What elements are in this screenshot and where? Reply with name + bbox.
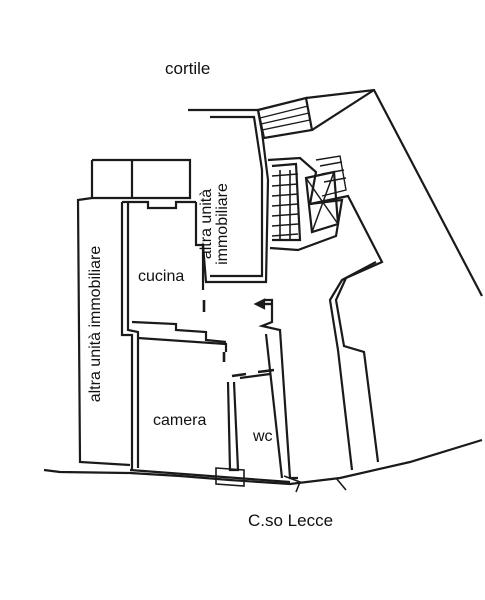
label-altra-unita-left: altra unità immobiliare <box>87 245 104 403</box>
stair-landing <box>267 156 344 252</box>
camera-top-wall <box>137 336 228 352</box>
neighbour-unit-block-inner <box>210 115 264 278</box>
wc-top-wall <box>239 372 271 380</box>
hallway-wall-inner <box>264 333 284 479</box>
cucina-camera-partition <box>131 320 227 344</box>
label-wc: wc <box>253 428 273 445</box>
label-altra-unita-right: altra unità immobiliare <box>198 174 241 274</box>
cucina-right-wall <box>194 202 205 290</box>
label-camera: camera <box>153 412 207 429</box>
street-door-mark-3 <box>283 475 302 493</box>
label-altra-unita-right-line1: altra unità <box>198 188 215 260</box>
apartment-left-wall-inner <box>126 202 140 468</box>
door-opening-3 <box>231 372 247 378</box>
right-courtyard-wall <box>309 194 384 463</box>
left-unit-top <box>92 158 192 200</box>
stair-treads <box>271 170 299 240</box>
apartment-top-wall <box>122 200 196 210</box>
label-cucina: cucina <box>138 268 185 285</box>
street-wall <box>43 438 483 486</box>
side-stair <box>315 155 347 197</box>
label-altra-unita-right-line2: immobiliare <box>214 183 231 265</box>
right-courtyard-wall-2 <box>328 261 377 471</box>
right-building-inner <box>311 89 375 131</box>
top-stair-treads <box>259 105 311 131</box>
door-opening-4 <box>257 368 275 374</box>
street-door-mark-2 <box>335 477 347 491</box>
label-cortile: cortile <box>165 59 211 78</box>
street-wall-inner <box>129 468 291 484</box>
entrance-arrow-head <box>253 298 266 310</box>
stair-landing-inner <box>271 162 302 242</box>
street-door-mark-1 <box>215 467 245 487</box>
label-street: C.so Lecce <box>248 511 334 530</box>
camera-wc-partition <box>226 381 240 472</box>
apartment-left-wall <box>120 202 134 470</box>
left-unit-outline <box>76 160 131 467</box>
